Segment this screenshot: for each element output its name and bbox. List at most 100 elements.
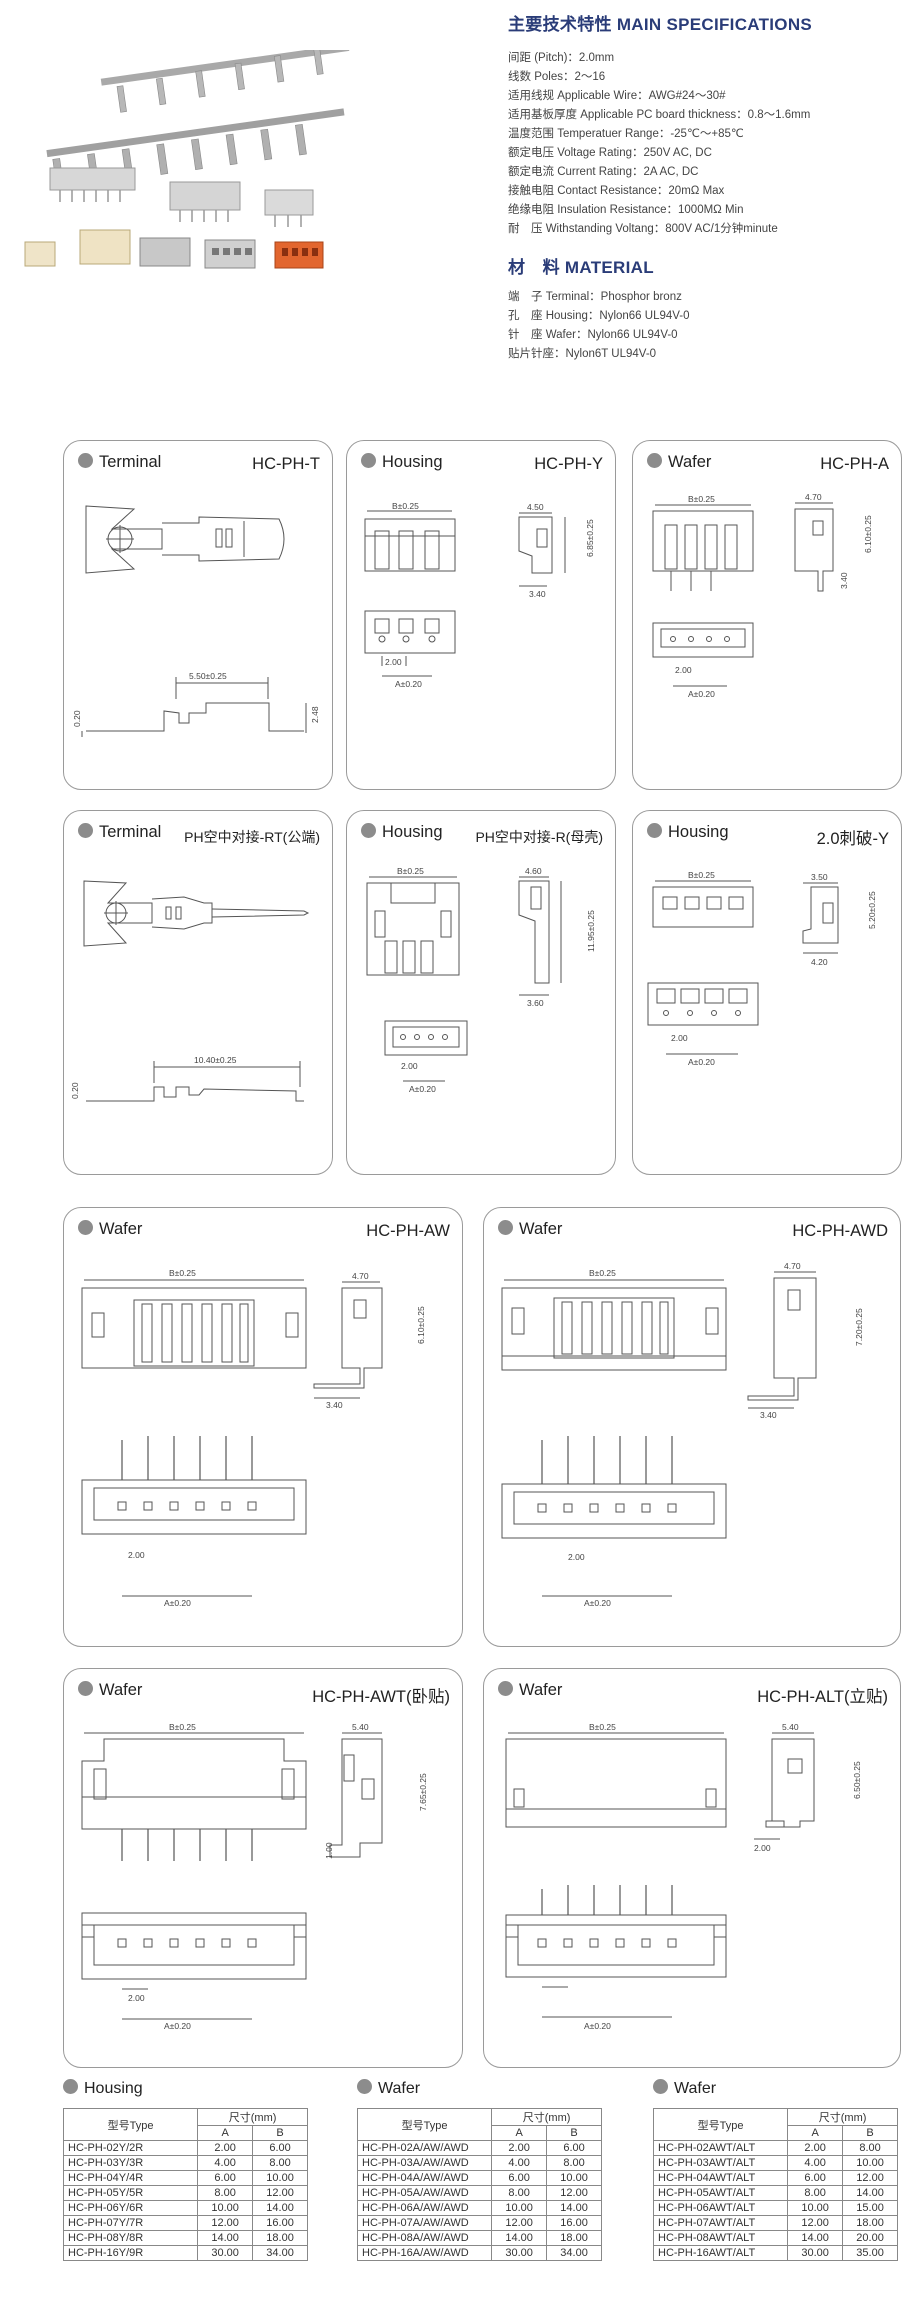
cell-b: 20.00 [842,2230,898,2246]
col-b: B [842,2125,898,2141]
col-size: 尺寸(mm) [787,2108,898,2126]
dim-label: A±0.20 [395,679,422,689]
cell-a: 14.00 [197,2230,254,2246]
drawing-wafer: B±0.25 4.70 6.10±0.25 3.40 2.00 A±0.20 [652,492,873,699]
dim-label: A±0.20 [688,1057,715,1067]
panel-title: Housing [668,823,729,841]
dim-label: 4.70 [805,492,822,502]
cell-b: 8.00 [252,2155,308,2171]
cell-model: HC-PH-05Y/5R [62,2185,199,2201]
specifications-block: 主要技术特性 MAIN SPECIFICATIONS 间距 (Pitch)：2.… [508,10,908,364]
bullet-icon [361,453,376,468]
dim-label: B±0.25 [169,1722,196,1732]
dim-label: B±0.25 [397,866,424,876]
dim-label: 3.60 [527,998,544,1008]
panel-code: 2.0刺破-Y [816,830,889,848]
cell-b: 18.00 [546,2230,602,2246]
panel-title: Housing [382,823,443,841]
cell-model: HC-PH-06A/AW/AWD [356,2200,493,2216]
panel-title: Housing [382,453,443,471]
cell-a: 10.00 [787,2200,844,2216]
dim-label: 3.50 [811,872,828,882]
drawing-terminal-rt: 10.40±0.25 0.20 [70,880,310,1102]
bullet-icon [647,453,662,468]
cell-model: HC-PH-08AWT/ALT [652,2230,789,2246]
cell-model: HC-PH-07AWT/ALT [652,2215,789,2231]
cell-model: HC-PH-08Y/8R [62,2230,199,2246]
dim-label: A±0.20 [409,1084,436,1094]
bullet-icon [63,2079,78,2095]
spec-line: 线数 Poles：2～16 [508,71,606,83]
cell-a: 2.00 [491,2140,548,2156]
dim-label: 1.00 [324,1842,334,1859]
cell-model: HC-PH-02AWT/ALT [652,2140,789,2156]
cell-model: HC-PH-16Y/9R [62,2245,199,2261]
cell-b: 10.00 [546,2170,602,2186]
dim-label: 6.10±0.25 [863,515,873,553]
cell-a: 6.00 [787,2170,844,2186]
dim-label: 2.00 [671,1033,688,1043]
dim-label: 6.50±0.25 [852,1761,862,1799]
product-photo [24,50,350,269]
cell-a: 8.00 [491,2185,548,2201]
panel-title: Terminal [99,823,162,841]
bullet-icon [78,823,93,838]
dim-label: 2.00 [128,1550,145,1560]
col-b: B [252,2125,308,2141]
cell-b: 12.00 [842,2170,898,2186]
spec-line: 适用线规 Applicable Wire：AWG#24～30# [508,90,726,102]
cell-model: HC-PH-02A/AW/AWD [356,2140,493,2156]
cell-a: 30.00 [197,2245,254,2261]
dim-label: A±0.20 [688,689,715,699]
cell-b: 34.00 [252,2245,308,2261]
dim-label: A±0.20 [164,1598,191,1608]
table-title: Wafer [674,2080,717,2097]
bullet-icon [498,1220,513,1235]
bullet-icon [653,2079,668,2095]
bullet-icon [498,1681,513,1696]
panel-code: HC-PH-A [820,455,889,473]
cell-b: 12.00 [252,2185,308,2201]
cell-a: 12.00 [197,2215,254,2231]
cell-b: 8.00 [546,2155,602,2171]
table-title: Housing [84,2080,143,2097]
cell-model: HC-PH-16A/AW/AWD [356,2245,493,2261]
cell-b: 18.00 [252,2230,308,2246]
dim-label: B±0.25 [688,494,715,504]
dim-label: A±0.20 [584,1598,611,1608]
panel-code: HC-PH-Y [534,455,603,473]
cell-a: 6.00 [491,2170,548,2186]
cell-a: 6.00 [197,2170,254,2186]
cell-b: 18.00 [842,2215,898,2231]
spec-line: 耐 压 Withstanding Voltang：800V AC/1分钟minu… [508,223,778,235]
bullet-icon [78,1681,93,1696]
cell-a: 14.00 [491,2230,548,2246]
panel-title: Wafer [99,1681,143,1699]
cell-a: 4.00 [787,2155,844,2171]
dim-label: 3.40 [326,1400,343,1410]
cell-a: 2.00 [787,2140,844,2156]
cell-model: HC-PH-04Y/4R [62,2170,199,2186]
dim-label: 2.48 [310,706,320,723]
panel-code: HC-PH-AWD [792,1222,888,1240]
cell-model: HC-PH-04AWT/ALT [652,2170,789,2186]
cell-a: 4.00 [197,2155,254,2171]
dim-label: B±0.25 [392,501,419,511]
dim-label: 2.00 [385,657,402,667]
